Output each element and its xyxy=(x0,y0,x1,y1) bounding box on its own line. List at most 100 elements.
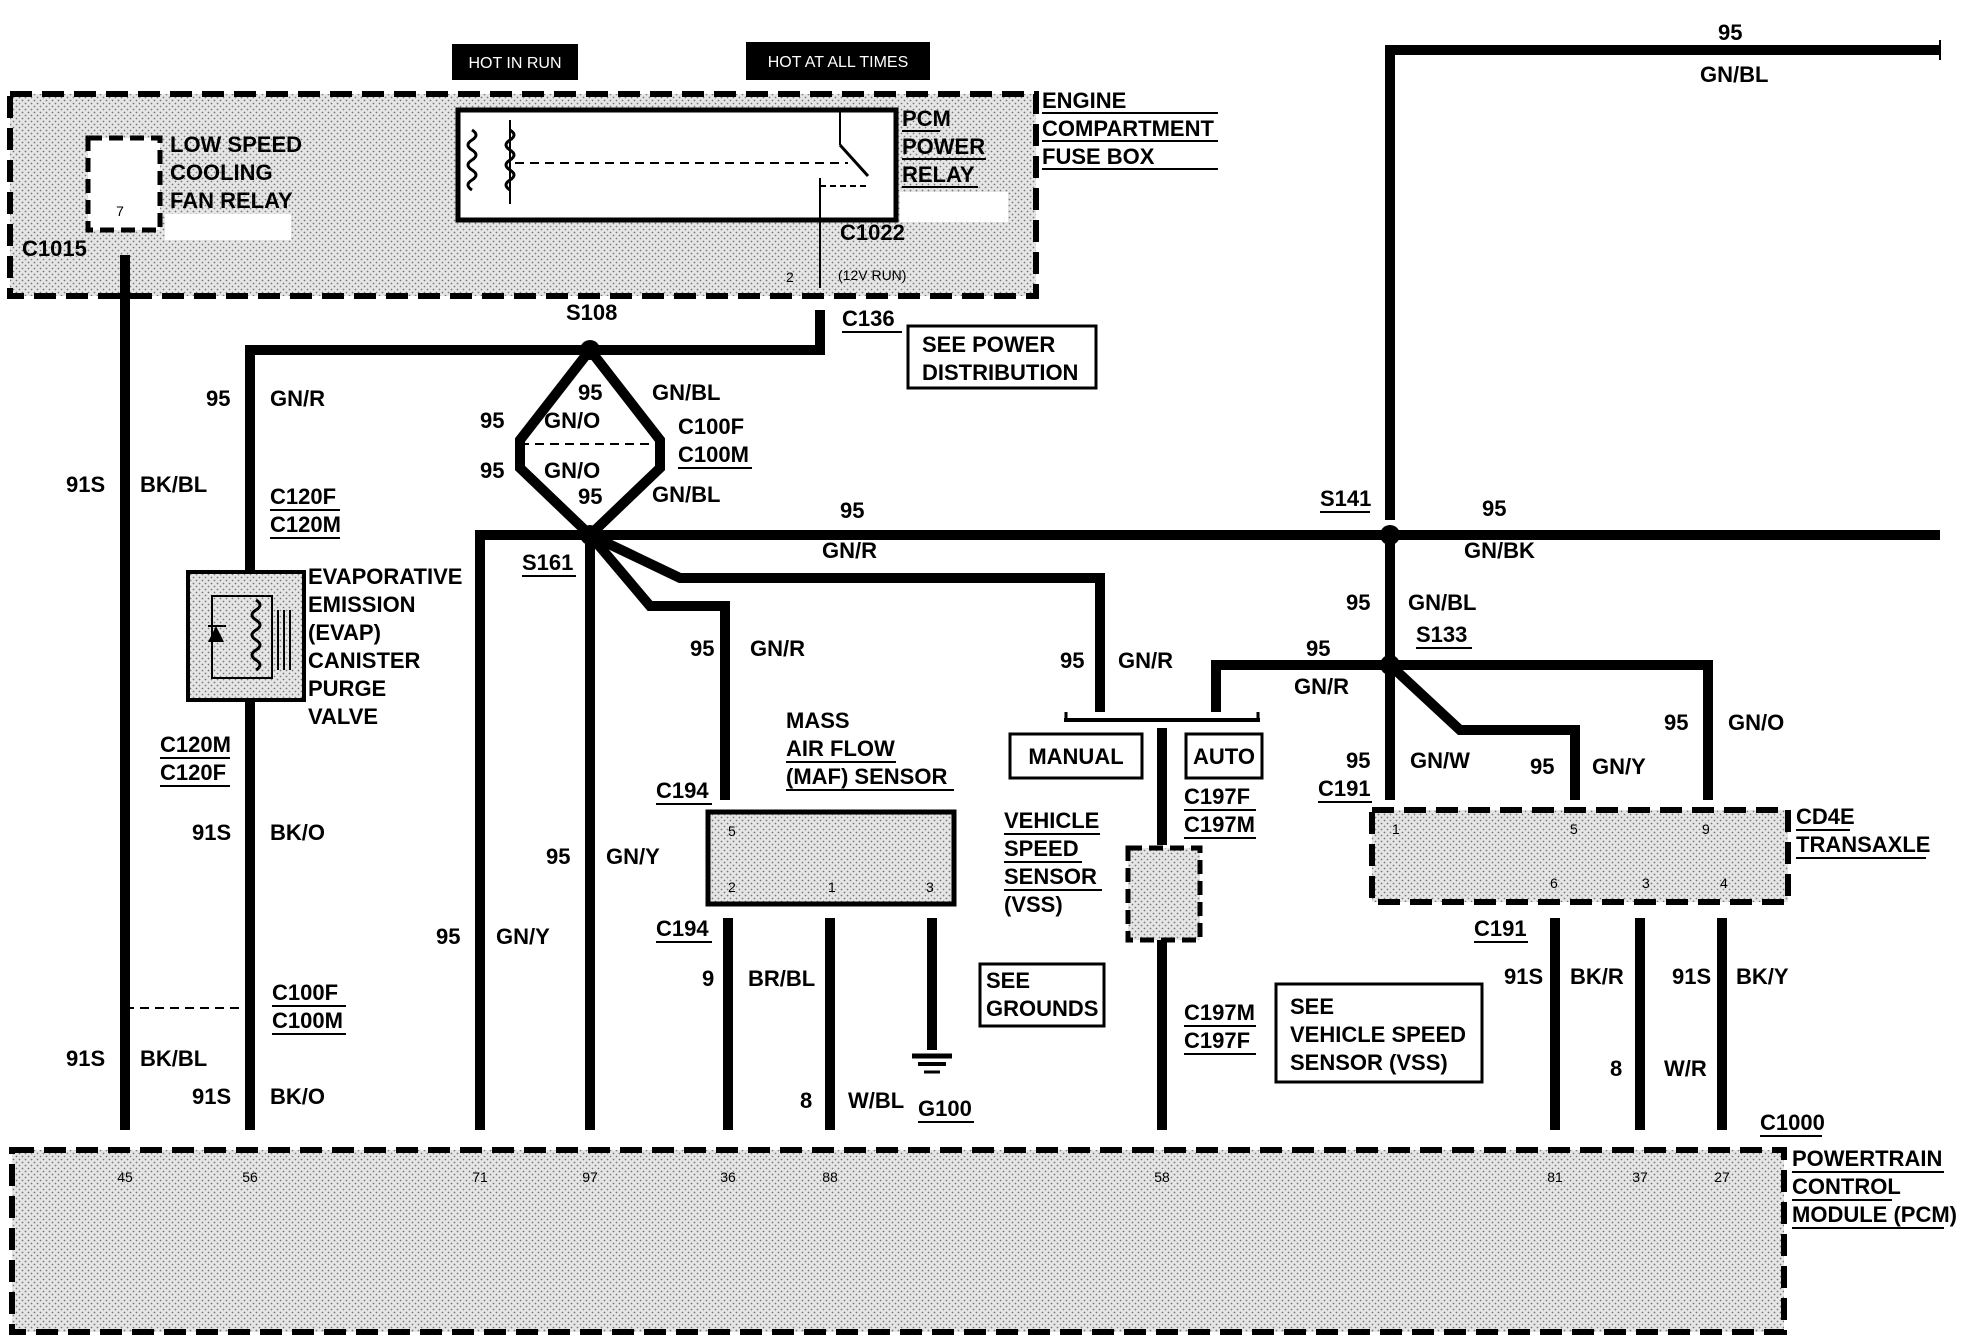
hot-at-all-times-tag: HOT AT ALL TIMES xyxy=(746,42,930,80)
wire-8-wbl: 8 W/BL xyxy=(800,918,904,1130)
svg-text:S133: S133 xyxy=(1416,622,1467,647)
wire-8-wr: 8 W/R xyxy=(1610,918,1707,1130)
vehicle-speed-sensor: VEHICLE SPEED SENSOR (VSS) xyxy=(1004,808,1203,943)
svg-text:95: 95 xyxy=(1060,648,1084,673)
svg-text:VEHICLE SPEED: VEHICLE SPEED xyxy=(1290,1022,1466,1047)
svg-text:GN/BL: GN/BL xyxy=(652,380,720,405)
svg-text:W/R: W/R xyxy=(1664,1056,1707,1081)
svg-text:GN/R: GN/R xyxy=(822,538,877,563)
svg-text:C197M: C197M xyxy=(1184,1000,1255,1025)
wire-91s-bko: C120M C120F 91S BK/O 91S BK/O xyxy=(160,700,325,1130)
svg-text:9: 9 xyxy=(702,966,714,991)
svg-text:POWER: POWER xyxy=(902,134,985,159)
evap-canister-purge-valve: EVAPORATIVE EMISSION (EVAP) CANISTER PUR… xyxy=(186,564,462,729)
svg-text:27: 27 xyxy=(1714,1169,1730,1185)
svg-text:HOT IN RUN: HOT IN RUN xyxy=(468,55,561,72)
ground-wire-g100: G100 xyxy=(912,918,974,1123)
svg-text:3: 3 xyxy=(1642,875,1650,891)
svg-text:91S: 91S xyxy=(66,472,105,497)
svg-text:2: 2 xyxy=(786,269,794,285)
svg-text:GN/BL: GN/BL xyxy=(1408,590,1476,615)
c191-connector-upper: C191 xyxy=(1318,776,1372,803)
see-vss-box: SEE VEHICLE SPEED SENSOR (VSS) xyxy=(1274,982,1484,1084)
svg-text:BK/BL: BK/BL xyxy=(140,472,207,497)
svg-text:C194: C194 xyxy=(656,778,709,803)
svg-text:9: 9 xyxy=(1702,821,1710,837)
c136-label: C136 xyxy=(842,306,895,331)
svg-text:CANISTER: CANISTER xyxy=(308,648,421,673)
svg-text:PCM: PCM xyxy=(902,106,951,131)
svg-text:C197F: C197F xyxy=(1184,784,1250,809)
svg-text:BK/O: BK/O xyxy=(270,820,325,845)
svg-text:C100F: C100F xyxy=(678,414,744,439)
svg-text:BK/O: BK/O xyxy=(270,1084,325,1109)
svg-text:6: 6 xyxy=(1550,875,1558,891)
svg-text:SENSOR: SENSOR xyxy=(1004,864,1097,889)
svg-text:95: 95 xyxy=(1664,710,1688,735)
svg-text:C197F: C197F xyxy=(1184,1028,1250,1053)
svg-text:88: 88 xyxy=(822,1169,838,1185)
svg-text:95: 95 xyxy=(840,498,864,523)
svg-text:C1000: C1000 xyxy=(1760,1110,1825,1135)
svg-text:GN/O: GN/O xyxy=(544,408,600,433)
svg-text:C120M: C120M xyxy=(270,512,341,537)
svg-text:81: 81 xyxy=(1547,1169,1563,1185)
c197-connector-upper: C197F C197M xyxy=(1184,784,1256,839)
manual-auto-bus xyxy=(1064,712,1260,722)
svg-text:C191: C191 xyxy=(1318,776,1371,801)
svg-text:5: 5 xyxy=(728,823,736,839)
svg-text:91S: 91S xyxy=(192,1084,231,1109)
svg-text:FUSE BOX: FUSE BOX xyxy=(1042,144,1155,169)
svg-text:GN/R: GN/R xyxy=(1118,648,1173,673)
wire-95-gny-71: 95 GN/Y xyxy=(436,530,590,1130)
svg-text:CONTROL: CONTROL xyxy=(1792,1174,1901,1199)
svg-text:37: 37 xyxy=(1632,1169,1648,1185)
svg-text:GN/BK: GN/BK xyxy=(1464,538,1535,563)
svg-text:95: 95 xyxy=(480,458,504,483)
wire-95-gny-97: 95 GN/Y xyxy=(546,535,660,1130)
svg-text:GN/Y: GN/Y xyxy=(1592,754,1646,779)
svg-text:95: 95 xyxy=(546,844,570,869)
svg-text:HOT AT ALL TIMES: HOT AT ALL TIMES xyxy=(768,54,909,71)
svg-text:95: 95 xyxy=(1718,20,1742,45)
c194-connector-upper: C194 xyxy=(656,778,712,805)
svg-text:RELAY: RELAY xyxy=(902,162,975,187)
svg-text:COOLING: COOLING xyxy=(170,160,273,185)
svg-text:BK/R: BK/R xyxy=(1570,964,1624,989)
pcm-power-relay: PCM POWER RELAY C1022 2 (12V RUN) xyxy=(455,106,1008,288)
svg-text:91S: 91S xyxy=(192,820,231,845)
c100-connector-lower: C100F C100M xyxy=(125,980,346,1035)
svg-text:(MAF) SENSOR: (MAF) SENSOR xyxy=(786,764,947,789)
svg-text:91S: 91S xyxy=(1672,964,1711,989)
wire-95-gnr-evap: 95 GN/R xyxy=(206,345,590,575)
svg-text:SPEED: SPEED xyxy=(1004,836,1079,861)
wire-9-brbl: 9 BR/BL xyxy=(702,918,815,1130)
c191-connector-lower: C191 xyxy=(1474,916,1528,943)
see-grounds-box: SEE GROUNDS xyxy=(978,962,1106,1028)
svg-text:95: 95 xyxy=(436,924,460,949)
svg-text:97: 97 xyxy=(582,1169,598,1185)
svg-text:POWERTRAIN: POWERTRAIN xyxy=(1792,1146,1942,1171)
svg-text:95: 95 xyxy=(1346,590,1370,615)
svg-text:95: 95 xyxy=(578,484,602,509)
svg-text:C194: C194 xyxy=(656,916,709,941)
svg-text:MANUAL: MANUAL xyxy=(1028,744,1123,769)
wire-95-gnbl-trunk: 95 GN/BL xyxy=(1385,20,1941,520)
svg-text:GROUNDS: GROUNDS xyxy=(986,996,1098,1021)
svg-text:LOW SPEED: LOW SPEED xyxy=(170,132,302,157)
svg-text:GN/R: GN/R xyxy=(270,386,325,411)
svg-text:GN/Y: GN/Y xyxy=(496,924,550,949)
svg-text:SEE: SEE xyxy=(986,968,1030,993)
wire-95-gny-transaxle: 95 GN/Y xyxy=(1386,661,1646,800)
wire-91s-bkr: 91S BK/R xyxy=(1504,918,1624,1130)
svg-text:GN/BL: GN/BL xyxy=(652,482,720,507)
svg-text:3: 3 xyxy=(926,879,934,895)
svg-text:58: 58 xyxy=(1154,1169,1170,1185)
svg-text:GN/BL: GN/BL xyxy=(1700,62,1768,87)
svg-text:VALVE: VALVE xyxy=(308,704,378,729)
wire-95-gnbk: 95 GN/BK xyxy=(1390,496,1940,563)
c194-connector-lower: C194 xyxy=(656,916,712,943)
c1000-label: C1000 xyxy=(1760,1110,1825,1137)
svg-text:C120F: C120F xyxy=(160,760,226,785)
c1022-label: C1022 xyxy=(840,220,905,245)
